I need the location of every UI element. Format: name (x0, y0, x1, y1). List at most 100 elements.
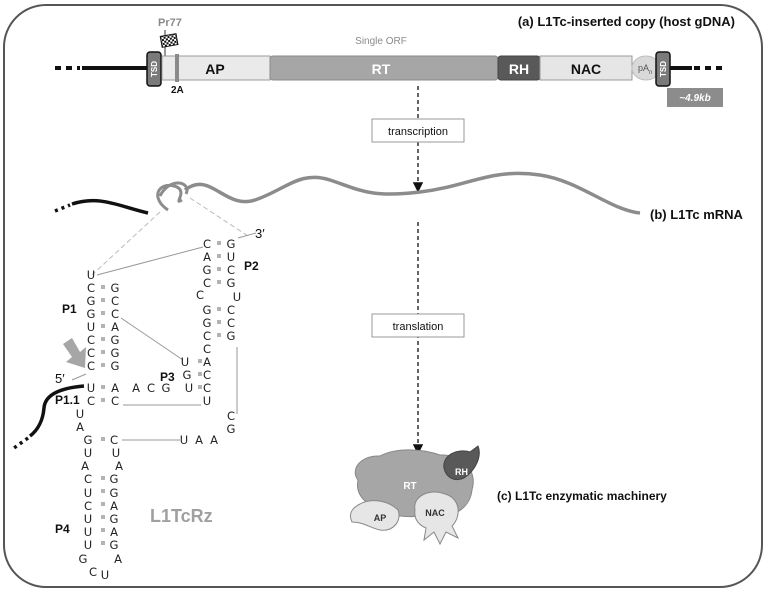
nucleotide-u: U (84, 525, 92, 539)
panel-b-title: (b) L1Tc mRNA (650, 207, 744, 222)
nucleotide-u: U (84, 486, 92, 500)
nucleotide-u: U (101, 568, 109, 582)
mrna-5prime-tail-dashed (12, 436, 30, 450)
cleavage-site-arrow-icon (63, 338, 86, 368)
nucleotide-g: G (110, 486, 119, 500)
nucleotide-c: C (87, 394, 95, 408)
nucleotide-u: U (84, 446, 92, 460)
nucleotide-c: C (87, 359, 95, 373)
nucleotide-c: C (227, 303, 235, 317)
nucleotide-c: C (87, 346, 95, 360)
site-2a-label: 2A (171, 85, 184, 96)
nucleotide-g: G (203, 316, 212, 330)
nucleotide-a: A (203, 250, 211, 264)
nac-domain-label: NAC (571, 61, 601, 77)
nucleotide-a: A (111, 320, 119, 334)
rh-domain-label: RH (509, 61, 529, 77)
nucleotide-a: A (110, 525, 118, 539)
nucleotide-c: C (227, 263, 235, 277)
nucleotide-c: C (87, 281, 95, 295)
nucleotide-g: G (110, 472, 119, 486)
nucleotide-u: U (227, 250, 235, 264)
five-prime-label: 5′ (55, 371, 65, 386)
ap-enzyme-shape (349, 500, 400, 531)
enzyme-rt-label: RT (403, 481, 416, 492)
nucleotide-g: G (110, 512, 119, 526)
enzyme-rh-label: RH (455, 467, 468, 477)
nucleotide-c: C (84, 499, 92, 513)
mrna-upstream (71, 198, 149, 215)
panel-a-title: (a) L1Tc-inserted copy (host gDNA) (518, 14, 735, 29)
nucleotide-u: U (87, 381, 95, 395)
nucleotide-c: C (203, 342, 211, 356)
nucleotide-u: U (87, 320, 95, 334)
nucleotide-g: G (79, 552, 88, 566)
transcription-box (371, 118, 465, 143)
nucleotide-c: C (147, 381, 155, 395)
nucleotide-g: G (183, 368, 192, 382)
helix-p3-label: P3 (160, 370, 175, 384)
nucleotide-g: G (203, 263, 212, 277)
nucleotide-a: A (110, 499, 118, 513)
nucleotide-a: A (132, 381, 140, 395)
helix-p4-label: P4 (55, 522, 70, 536)
nucleotide-g: G (162, 381, 171, 395)
nucleotide-g: G (227, 329, 236, 343)
nucleotide-a: A (81, 459, 89, 473)
translation-box (371, 313, 465, 338)
nucleotide-u: U (87, 268, 95, 282)
rt-domain-label: RT (372, 61, 391, 77)
nucleotide-c: C (89, 565, 97, 579)
nucleotide-c: C (203, 276, 211, 290)
tsd-left-label: TSD (150, 61, 159, 77)
tsd-right (655, 51, 671, 87)
nucleotide-g: G (87, 294, 96, 308)
helix-p1-1-label: P1.1 (55, 393, 80, 407)
nac-enzyme-shape (414, 491, 460, 546)
nucleotide-a: A (203, 355, 211, 369)
nucleotide-c: C (111, 307, 119, 321)
nucleotide-c: C (203, 237, 211, 251)
nucleotide-g: G (110, 538, 119, 552)
nucleotide-u: U (185, 381, 193, 395)
nucleotide-u: U (112, 446, 120, 460)
nucleotide-g: G (111, 359, 120, 373)
zoom-line-right (189, 197, 249, 237)
nucleotide-a: A (114, 552, 122, 566)
nucleotide-c: C (203, 381, 211, 395)
nucleotide-g: G (84, 433, 93, 447)
nucleotide-g: G (227, 237, 236, 251)
outer-frame (3, 4, 763, 588)
size-badge (667, 88, 723, 107)
polya-label: pAn (638, 63, 652, 76)
nucleotide-g: G (227, 422, 236, 436)
loop-line-p1-p2 (96, 246, 204, 276)
nucleotide-a: A (115, 459, 123, 473)
nucleotide-c: C (111, 294, 119, 308)
nucleotide-c: C (87, 333, 95, 347)
ribozyme-fold-icon (156, 181, 189, 212)
three-prime-tail (237, 232, 257, 239)
tsd-right-label: TSD (659, 61, 668, 77)
nucleotide-g: G (111, 346, 120, 360)
nucleotide-u: U (180, 433, 188, 447)
rh-enzyme-shape (443, 445, 480, 481)
nucleotide-u: U (203, 394, 211, 408)
nucleotide-a: A (111, 381, 119, 395)
base-pair-dots (101, 241, 221, 545)
nucleotide-c: C (227, 316, 235, 330)
promoter-flag-icon (159, 33, 179, 48)
nucleotide-c: C (196, 288, 204, 302)
nucleotide-u: U (181, 355, 189, 369)
loop-line-p1-p3 (120, 317, 184, 361)
panel-c-title: (c) L1Tc enzymatic machinery (497, 489, 667, 503)
mrna-5prime-tail (28, 384, 85, 438)
nucleotide-a: A (76, 420, 84, 434)
nucleotide-c: C (111, 394, 119, 408)
enzyme-complex-icon: RT RH NAC AP (349, 445, 480, 546)
size-badge-label: ~4.9kb (679, 93, 710, 104)
ap-domain-label: AP (205, 61, 224, 77)
nucleotide-g: G (203, 303, 212, 317)
